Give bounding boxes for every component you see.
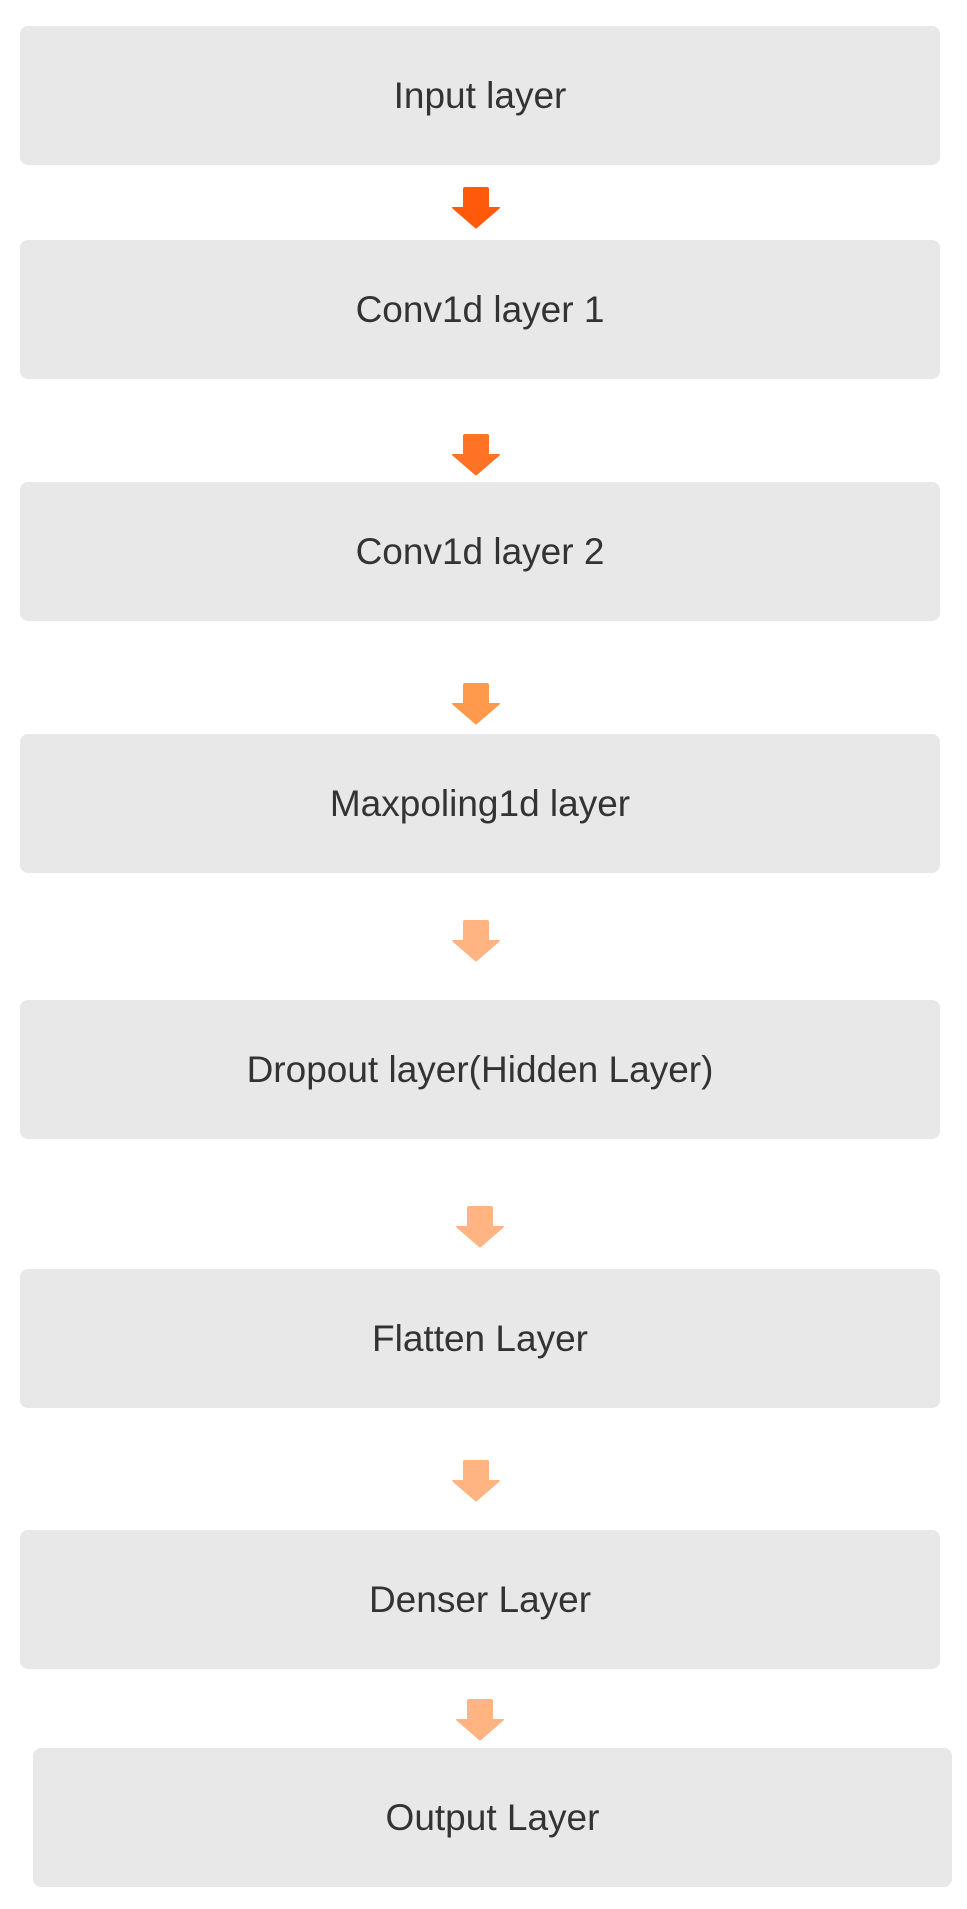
arrow-shape	[452, 683, 500, 725]
layer-label: Maxpoling1d layer	[329, 782, 631, 824]
layer-label: Input layer	[393, 74, 567, 116]
layer-box-conv1d-2: Conv1d layer 2	[20, 482, 940, 621]
arrow-shape	[452, 187, 500, 229]
layer-label: Dropout layer(Hidden Layer)	[246, 1048, 714, 1090]
layer-label: Flatten Layer	[372, 1317, 588, 1359]
layer-box-conv1d-1: Conv1d layer 1	[20, 240, 940, 379]
down-arrow-icon	[455, 1206, 505, 1248]
down-arrow-icon	[451, 1460, 501, 1502]
down-arrow-icon	[451, 920, 501, 962]
arrow-shape	[452, 920, 500, 962]
arrow-shape	[456, 1206, 504, 1248]
layer-box-output: Output Layer	[33, 1748, 952, 1887]
layer-label: Conv1d layer 1	[355, 288, 605, 330]
layer-box-maxpooling1d: Maxpoling1d layer	[20, 734, 940, 873]
layer-label: Output Layer	[385, 1796, 600, 1838]
arrow-shape	[452, 434, 500, 476]
down-arrow-icon	[451, 434, 501, 476]
arrow-shape	[456, 1699, 504, 1741]
layer-label: Conv1d layer 2	[355, 530, 605, 572]
arrow-shape	[452, 1460, 500, 1502]
layer-box-flatten: Flatten Layer	[20, 1269, 940, 1408]
down-arrow-icon	[455, 1699, 505, 1741]
layer-box-dropout: Dropout layer(Hidden Layer)	[20, 1000, 940, 1139]
layer-box-input: Input layer	[20, 26, 940, 165]
down-arrow-icon	[451, 683, 501, 725]
layer-label: Denser Layer	[368, 1578, 592, 1620]
layer-box-dense: Denser Layer	[20, 1530, 940, 1669]
down-arrow-icon	[451, 187, 501, 229]
